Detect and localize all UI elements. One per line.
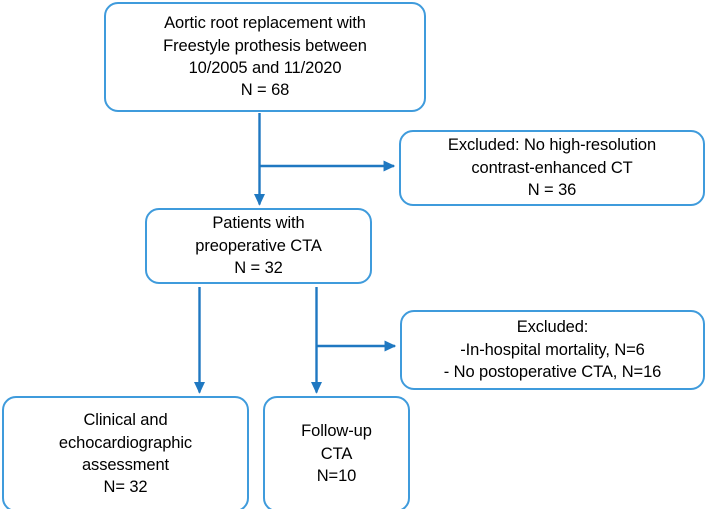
node-preoperative-cta: Patients with preoperative CTA N = 32 <box>145 208 372 284</box>
node-followup-cta-label: Follow-up CTA N=10 <box>301 422 372 486</box>
node-excluded-no-ct-label: Excluded: No high-resolution contrast-en… <box>447 136 657 200</box>
node-enrolled: Aortic root replacement with Freestyle p… <box>104 2 426 112</box>
node-preoperative-cta-label: Patients with preoperative CTA N = 32 <box>195 214 322 278</box>
node-enrolled-label: Aortic root replacement with Freestyle p… <box>163 14 367 100</box>
node-excluded-followup: Excluded: -In-hospital mortality, N=6 - … <box>400 310 705 390</box>
node-clinical-assessment-label: Clinical and echocardiographic assessmen… <box>58 411 193 497</box>
node-followup-cta: Follow-up CTA N=10 <box>263 396 410 509</box>
node-excluded-no-ct: Excluded: No high-resolution contrast-en… <box>399 130 705 206</box>
node-excluded-followup-label: Excluded: -In-hospital mortality, N=6 - … <box>443 318 662 382</box>
node-clinical-assessment: Clinical and echocardiographic assessmen… <box>2 396 249 509</box>
